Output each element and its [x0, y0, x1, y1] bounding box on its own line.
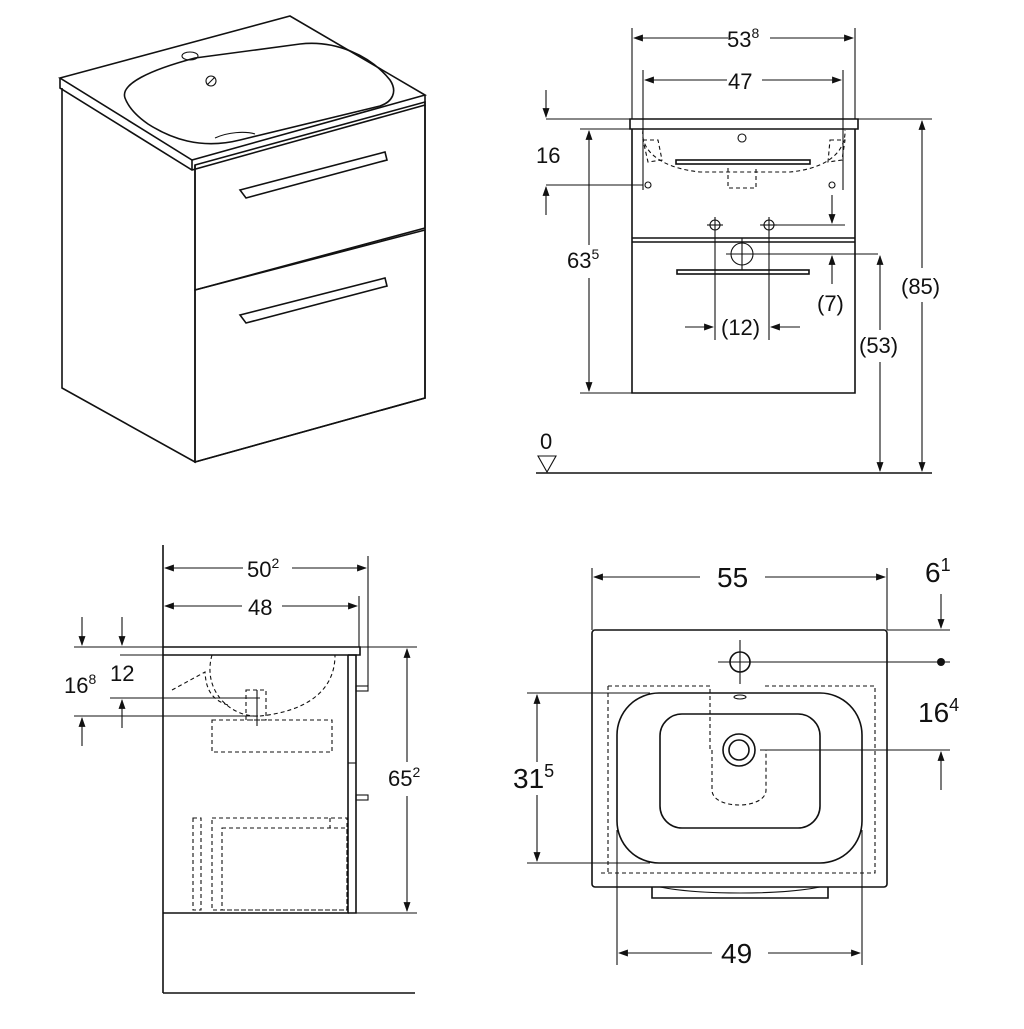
side-view: 502 48 168 12 652 [64, 545, 420, 994]
plan-view: 55 61 164 315 49 [513, 555, 959, 969]
dim-depth-basin: 48 [248, 595, 272, 620]
front-view: 538 47 16 635 (7) (12) (53) (85) 0 [536, 25, 940, 474]
isometric-view [58, 15, 428, 464]
dim-hole-spacing: (12) [721, 315, 760, 340]
dim-drain-offset: (7) [817, 291, 844, 316]
floor-level-label: 0 [540, 429, 552, 454]
dim-floor-to-top: (85) [901, 274, 940, 299]
dim-height: 652 [388, 764, 420, 791]
dim-overall-width: 538 [727, 25, 759, 52]
dim-floor-to-drain: (53) [859, 333, 898, 358]
dim-basin-depth: 315 [513, 761, 554, 794]
dim-basin-width: 47 [728, 69, 752, 94]
dim-drain-offset-plan: 164 [918, 695, 959, 728]
dim-cabinet-height: 635 [567, 246, 599, 273]
dim-top-thickness: 12 [110, 661, 134, 686]
dim-plan-width: 55 [717, 562, 748, 593]
dim-drain-height: 168 [64, 671, 96, 698]
dim-depth-overall: 502 [247, 555, 279, 582]
dim-basin-width-plan: 49 [721, 938, 752, 969]
dim-top-offset: 16 [536, 143, 560, 168]
dim-tap-offset: 61 [925, 555, 951, 588]
